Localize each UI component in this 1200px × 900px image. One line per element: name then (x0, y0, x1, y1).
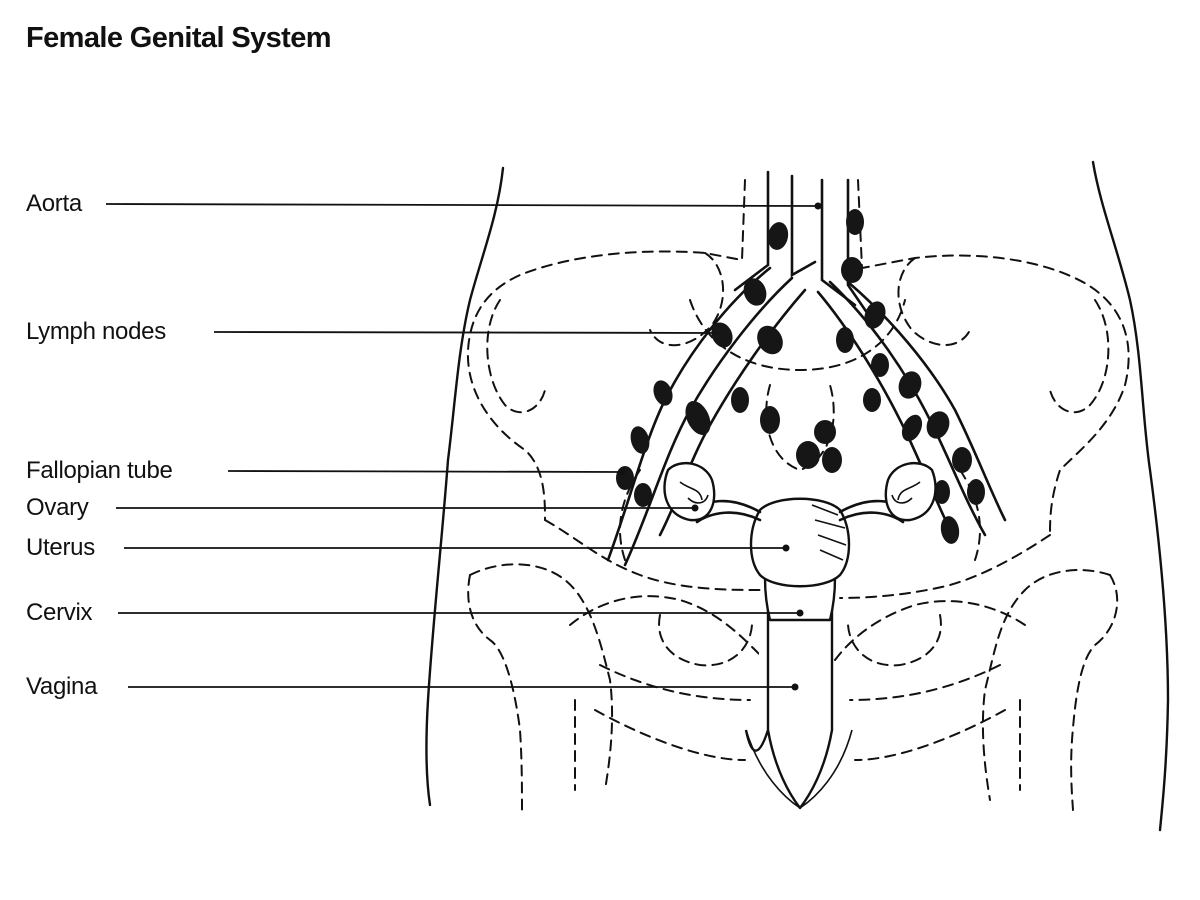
reproductive-organs (663, 461, 937, 810)
label-uterus: Uterus (26, 534, 95, 561)
label-cervix: Cervix (26, 599, 93, 626)
body-outline (425, 160, 1170, 832)
label-fallopian-tube: Fallopian tube (26, 457, 173, 484)
label-lymph-nodes: Lymph nodes (26, 318, 166, 345)
label-ovary: Ovary (26, 494, 89, 521)
lymph-nodes (616, 209, 985, 544)
diagram-title: Female Genital System (26, 22, 332, 54)
label-vagina: Vagina (26, 673, 98, 700)
label-aorta: Aorta (26, 190, 82, 217)
leader-lines (105, 202, 822, 691)
pelvic-bones (466, 179, 1130, 811)
